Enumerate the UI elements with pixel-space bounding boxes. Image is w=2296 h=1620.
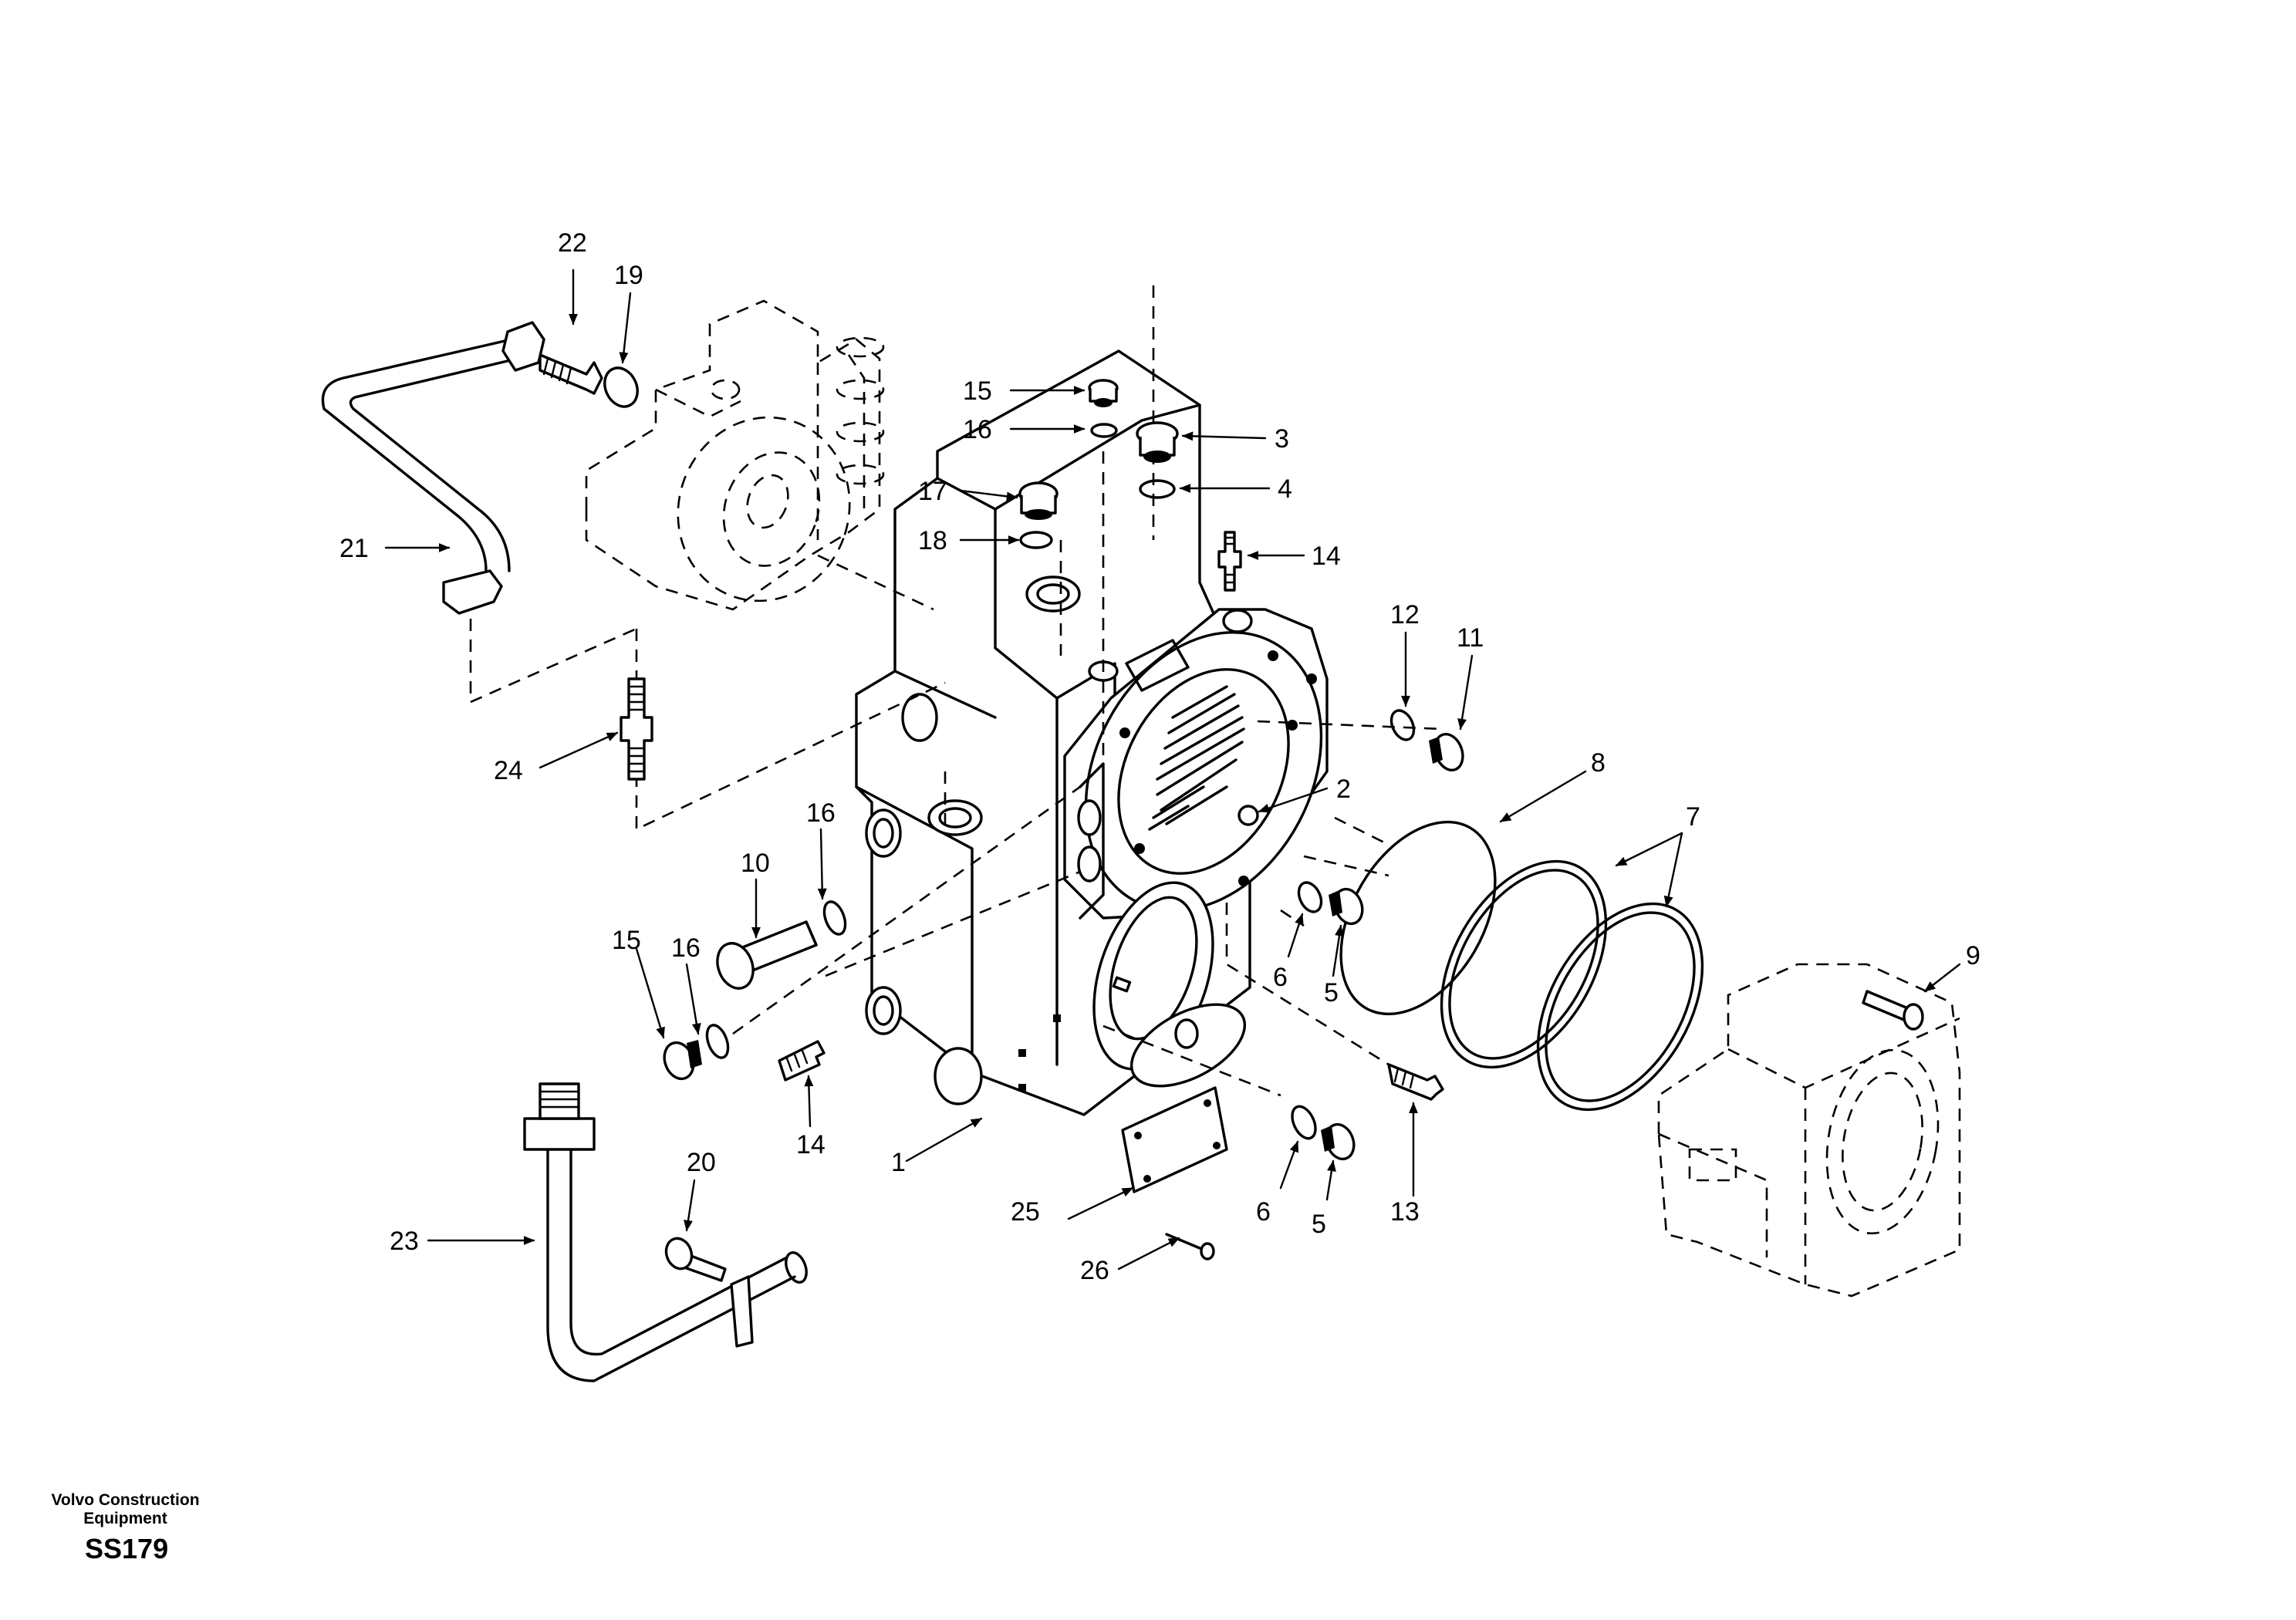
callout-1: 1: [891, 1148, 906, 1177]
callout-6-mid: 6: [1273, 963, 1288, 992]
seal-ring-7b: [1536, 902, 1704, 1112]
seal-ring-7a: [1440, 859, 1608, 1069]
diagram-reference-code: SS179: [85, 1533, 169, 1564]
o-ring-18: [1019, 531, 1053, 549]
cover-plate: [1121, 1086, 1228, 1193]
callout-14-top: 14: [1312, 542, 1341, 571]
callout-18: 18: [918, 526, 947, 555]
callout-16-mid: 16: [806, 798, 836, 828]
o-ring-6-low: [1291, 1105, 1317, 1140]
callout-25: 25: [1011, 1197, 1040, 1227]
callout-5-low: 5: [1312, 1210, 1326, 1239]
callout-7: 7: [1686, 802, 1700, 832]
plug-11: [1429, 733, 1464, 771]
plug-3: [1136, 421, 1179, 463]
plug-5-mid: [1329, 887, 1364, 926]
callout-11: 11: [1457, 623, 1484, 653]
callout-17: 17: [918, 477, 947, 506]
brand-name-line2: Equipment: [83, 1510, 167, 1527]
nipple-13: [1387, 1063, 1444, 1101]
bolt-10: [716, 920, 818, 990]
plug-17: [1018, 481, 1059, 520]
callout-15-top: 15: [963, 376, 992, 406]
o-ring-12: [1389, 709, 1416, 741]
plug-5-low: [1321, 1122, 1356, 1161]
union-22: [539, 353, 603, 395]
callout-4: 4: [1278, 474, 1292, 504]
gear-flange: [1063, 608, 1329, 920]
callout-19: 19: [614, 261, 643, 290]
callout-21: 21: [339, 534, 369, 563]
callout-22: 22: [558, 228, 587, 258]
lower-cover: [1092, 881, 1247, 1088]
union-24: [620, 677, 653, 781]
callout-23: 23: [390, 1227, 419, 1256]
callout-15-left: 15: [612, 926, 641, 955]
callout-10: 10: [741, 849, 770, 878]
callout-16-top: 16: [963, 415, 992, 444]
callout-24: 24: [494, 756, 523, 785]
callout-26: 26: [1080, 1256, 1109, 1285]
callout-3: 3: [1275, 424, 1289, 454]
spline-teeth: [1148, 685, 1245, 831]
o-ring-4: [1139, 479, 1176, 499]
bolt-9: [1862, 990, 1924, 1031]
callout-6-low: 6: [1256, 1197, 1271, 1227]
nipple-14-left: [778, 1040, 826, 1082]
callout-2: 2: [1336, 775, 1351, 804]
callout-16-left: 16: [671, 933, 701, 963]
tube-23: [523, 1082, 808, 1382]
o-ring-16-top: [1090, 423, 1118, 438]
seal-ring-8: [1339, 820, 1497, 1016]
phantom-housing-right: [1657, 963, 1961, 1298]
plug-15-left: [663, 1040, 702, 1081]
o-ring-16-mid: [822, 900, 847, 936]
callout-9: 9: [1966, 941, 1980, 970]
callout-12: 12: [1390, 600, 1420, 629]
nipple-14-top: [1217, 531, 1242, 592]
screw-26: [1165, 1233, 1215, 1261]
phantom-motor-top: [585, 299, 885, 611]
callout-20: 20: [687, 1148, 716, 1177]
leader-lines: [384, 268, 1961, 1271]
brand-name-line1: Volvo Construction: [51, 1491, 200, 1509]
o-ring-16-left: [705, 1024, 730, 1059]
o-ring-19: [603, 366, 639, 408]
tube-21: [321, 321, 545, 615]
o-ring-6-mid: [1297, 881, 1323, 913]
callout-13: 13: [1390, 1197, 1420, 1227]
callout-5-mid: 5: [1324, 978, 1339, 1007]
callout-14-left: 14: [796, 1130, 826, 1159]
bolt-20: [664, 1237, 727, 1282]
plug-15-top: [1088, 379, 1119, 407]
callout-8: 8: [1591, 748, 1606, 778]
callout-labels: 22 19 15 16 3 4 17 18 14 12 11 2 8 7 9 2…: [339, 228, 1980, 1285]
